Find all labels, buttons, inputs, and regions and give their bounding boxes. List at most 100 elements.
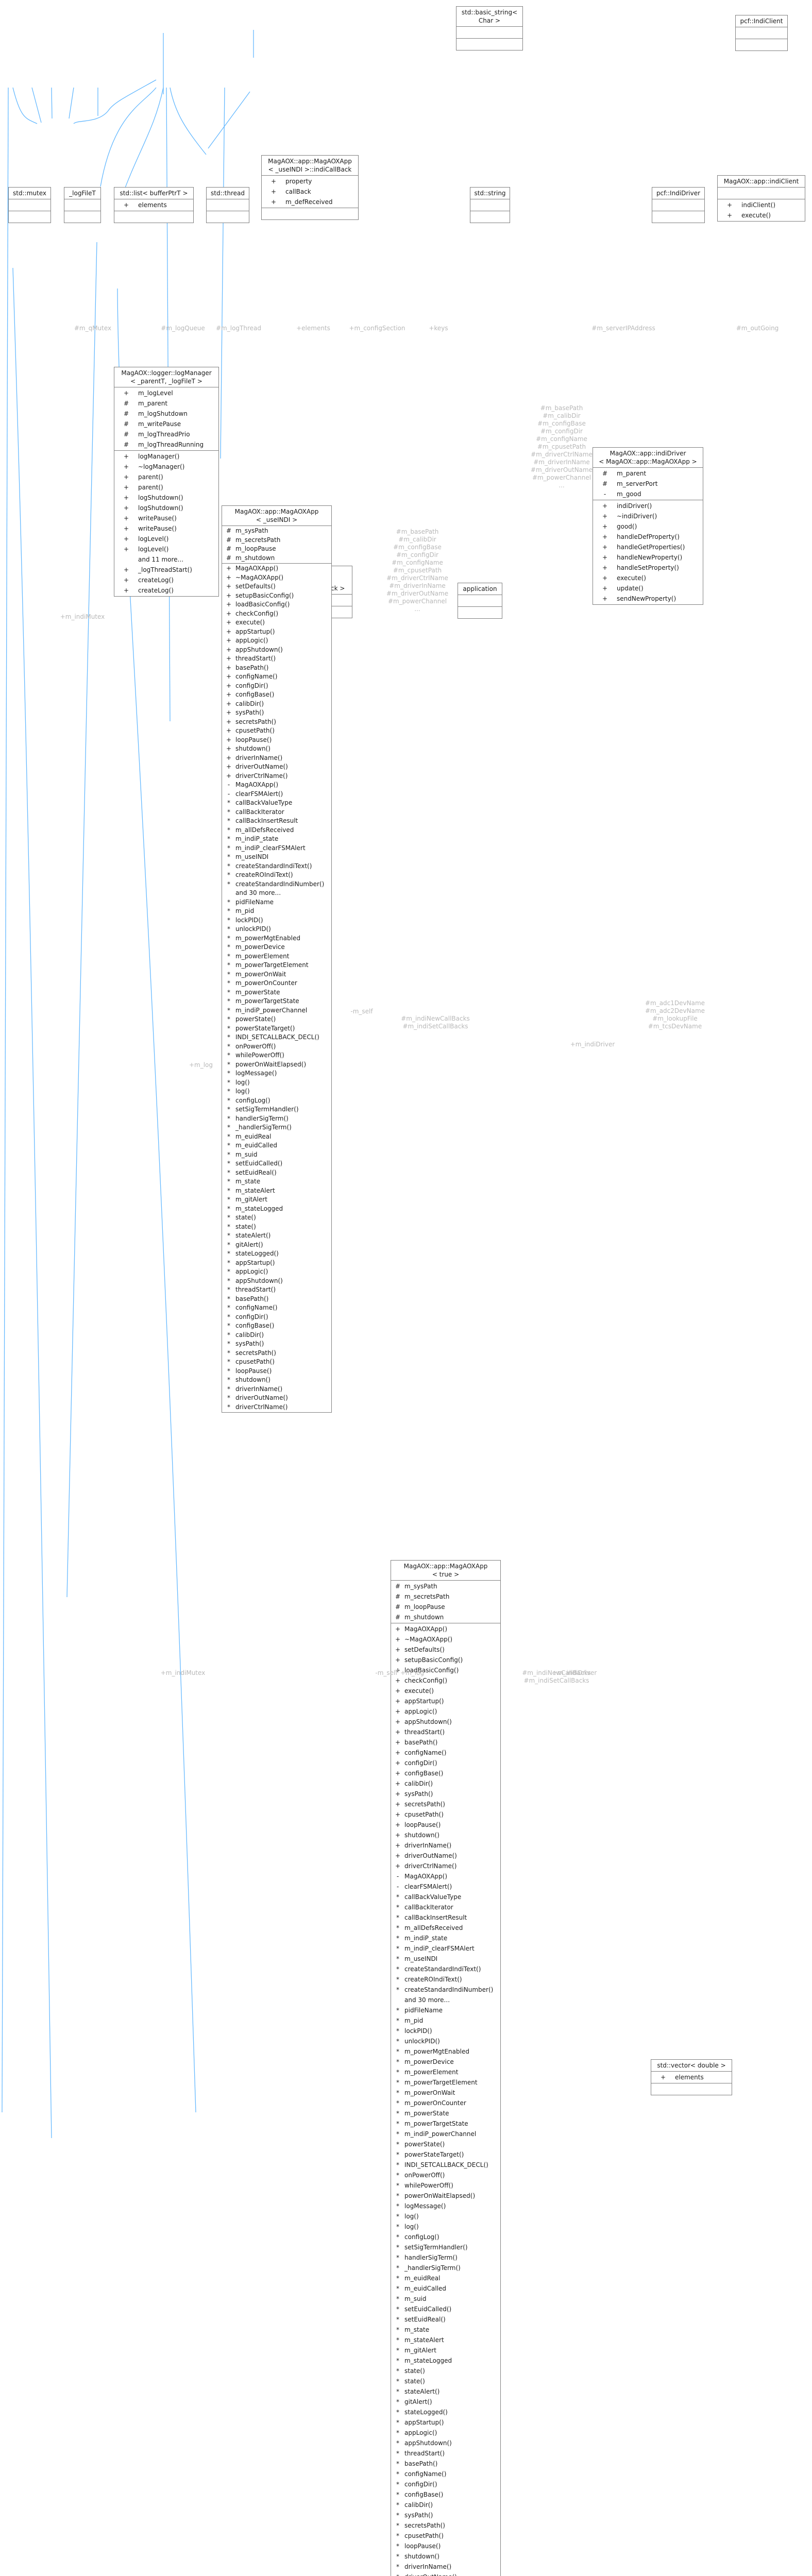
visibility-marker: * <box>227 1340 230 1347</box>
method-row: *m_powerElement <box>391 2067 500 2077</box>
attribute-row: #m_parent <box>114 398 218 409</box>
member-name: shutdown() <box>235 1376 270 1383</box>
method-row: *driverOutName() <box>391 2572 500 2576</box>
method-row: -clearFSMAlert() <box>391 1882 500 1892</box>
visibility-marker: * <box>227 1286 230 1293</box>
class-attributes <box>652 199 704 211</box>
member-name: m_euidCalled <box>404 2285 447 2292</box>
class-attributes: +elements <box>651 2072 732 2083</box>
member-name: secretsPath() <box>235 1349 276 1357</box>
member-name: log() <box>235 1088 250 1095</box>
visibility-marker: * <box>396 2501 399 2509</box>
visibility-marker: * <box>227 1033 230 1041</box>
member-name: m_useINDI <box>235 853 269 860</box>
method-row: *state() <box>391 2366 500 2376</box>
visibility-marker: + <box>395 1801 401 1808</box>
visibility-marker: * <box>227 952 230 960</box>
class-title: pcf::IndiDriver <box>652 188 704 199</box>
visibility-marker: * <box>396 2419 399 2426</box>
method-row: and 30 more... <box>391 1995 500 2005</box>
member-name: powerState() <box>235 1015 276 1023</box>
visibility-marker: * <box>396 2151 399 2158</box>
class-logmanager[interactable]: MagAOX::logger::logManager < _parentT, _… <box>114 367 219 597</box>
class-methods <box>456 39 522 50</box>
method-row: *powerOnWaitElapsed() <box>391 2191 500 2201</box>
method-row: *m_gitAlert <box>222 1195 331 1205</box>
member-name: m_serverPort <box>617 480 658 487</box>
member-name: ~logManager() <box>138 463 185 470</box>
visibility-marker: * <box>227 1295 230 1302</box>
edge-label-keys: +keys <box>429 325 448 332</box>
class-basic-string[interactable]: std::basic_string< Char > <box>456 6 523 50</box>
method-row: +cpusetPath() <box>391 1809 500 1820</box>
visibility-marker: + <box>123 566 129 573</box>
method-row: *calibDir() <box>391 2500 500 2510</box>
member-name: configName() <box>404 1749 447 1756</box>
member-name: appShutdown() <box>235 646 283 653</box>
member-name: cpusetPath() <box>404 2532 444 2539</box>
visibility-marker: * <box>396 2378 399 2385</box>
class-title: MagAOX::logger::logManager < _parentT, _… <box>114 367 218 387</box>
visibility-marker: + <box>123 473 129 481</box>
class-indi-client-pcf[interactable]: pcf::IndiClient <box>735 15 788 51</box>
class-attributes <box>456 27 522 39</box>
visibility-marker: * <box>227 1349 230 1357</box>
class-thread[interactable]: std::thread <box>206 187 249 223</box>
method-row: +parent() <box>114 472 218 482</box>
visibility-marker: + <box>395 1842 401 1849</box>
member-name: m_loopPause <box>235 545 276 552</box>
member-name: m_logThreadRunning <box>138 441 204 448</box>
class-list-buffer[interactable]: std::list< bufferPtrT >+elements <box>114 187 194 223</box>
visibility-marker: + <box>602 595 608 602</box>
class-magaoxapp-true[interactable]: MagAOX::app::MagAOXApp < true >#m_sysPat… <box>391 1560 501 2576</box>
method-row: +setupBasicConfig() <box>222 591 331 601</box>
member-name: m_parent <box>138 400 168 407</box>
class-magaoxapp-template[interactable]: MagAOX::app::MagAOXApp < _useINDI >#m_sy… <box>222 505 332 1413</box>
visibility-marker: + <box>395 1780 401 1787</box>
visibility-marker: * <box>396 1965 399 1973</box>
visibility-marker: + <box>123 515 129 522</box>
visibility-marker: * <box>396 2017 399 2024</box>
method-row: -MagAOXApp() <box>222 781 331 790</box>
method-row: *m_stateLogged <box>391 2355 500 2366</box>
method-row: +loopPause() <box>222 736 331 745</box>
member-name: m_logShutdown <box>138 410 188 417</box>
visibility-marker: * <box>227 862 230 870</box>
class-methods <box>64 211 100 223</box>
class-application[interactable]: application <box>458 583 502 619</box>
class-vector-double[interactable]: std::vector< double >+elements <box>651 2059 732 2095</box>
member-name: appLogic() <box>235 1268 268 1275</box>
class-mutex[interactable]: std::mutex <box>8 187 51 223</box>
member-name: configDir() <box>235 1313 268 1320</box>
visibility-marker: * <box>396 2027 399 2035</box>
method-row: *secretsPath() <box>391 2520 500 2531</box>
class-indidriver-app[interactable]: MagAOX::app::indiDriver < MagAOX::app::M… <box>593 447 703 605</box>
method-row: +basePath() <box>391 1737 500 1748</box>
class-indidriver-pcf[interactable]: pcf::IndiDriver <box>652 187 705 223</box>
class-indicallback[interactable]: MagAOX::app::MagAOXApp < _useINDI >::ind… <box>261 155 359 220</box>
visibility-marker: + <box>123 201 129 209</box>
method-row: *gitAlert() <box>391 2397 500 2407</box>
visibility-marker: - <box>603 490 606 498</box>
class-logfilet[interactable]: _logFileT <box>64 187 101 223</box>
member-name: m_powerTargetState <box>235 997 299 1005</box>
method-row: *m_powerOnWait <box>391 2088 500 2098</box>
method-row: +MagAOXApp() <box>222 564 331 573</box>
member-name: configBase() <box>235 1322 275 1329</box>
method-row: +update() <box>593 583 703 594</box>
member-name: m_gitAlert <box>404 2347 436 2354</box>
member-name: state() <box>235 1214 256 1221</box>
class-indiclient-app[interactable]: MagAOX::app::indiClient+indiClient()+exe… <box>717 175 805 222</box>
attribute-row: #m_loopPause <box>222 545 331 554</box>
member-name: stateAlert() <box>404 2388 440 2395</box>
method-row: *appStartup() <box>222 1259 331 1268</box>
visibility-marker: # <box>226 536 232 544</box>
member-name: m_sysPath <box>404 1583 437 1590</box>
member-name: MagAOXApp() <box>404 1625 448 1633</box>
method-row: +loopPause() <box>391 1820 500 1830</box>
member-name: m_powerElement <box>404 2069 459 2076</box>
class-string[interactable]: std::string <box>470 187 510 223</box>
visibility-marker: + <box>123 587 129 594</box>
method-row: *driverInName() <box>222 1385 331 1394</box>
member-name: callBackValueType <box>404 1893 462 1901</box>
